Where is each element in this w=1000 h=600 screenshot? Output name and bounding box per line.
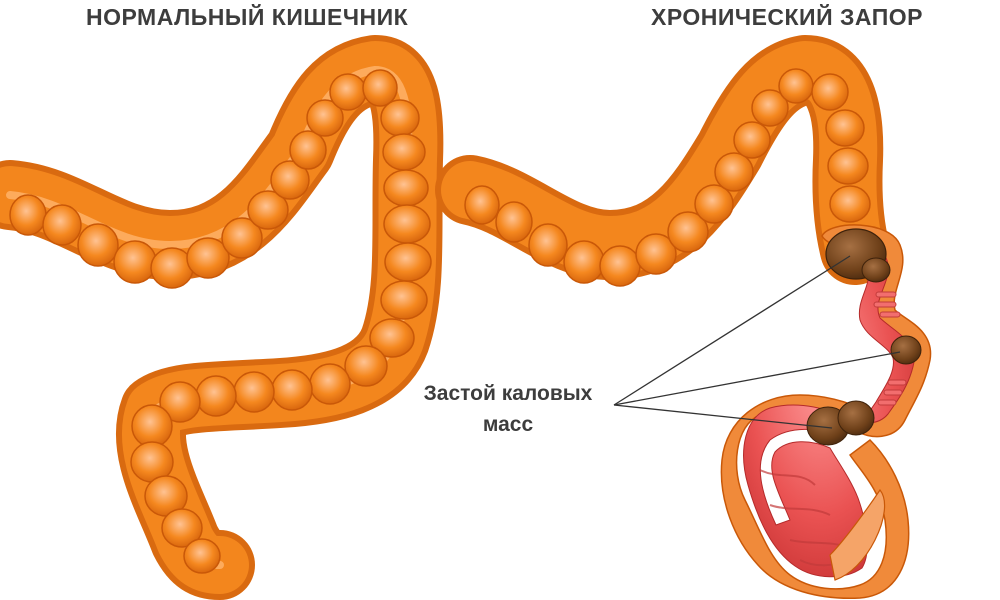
colon-haustra [829,185,871,223]
stool-stagnation-label-line2: масс [482,413,534,436]
colon-haustra [113,240,157,284]
colon-haustra [161,508,203,548]
colon-haustra [667,211,709,253]
colon-haustra [383,169,429,207]
colon-haustra [380,280,428,320]
colon-haustra [383,204,431,244]
colon-haustra [528,223,568,267]
colon-haustra [778,68,814,104]
colon-haustra [827,147,869,185]
colon-haustra [159,381,201,423]
colon-haustra [382,133,426,171]
rectal-fold-line [769,504,831,516]
callout-line-middle [613,351,901,406]
title-chronic-constipation: ХРОНИЧЕСКИЙ ЗАПОР [651,4,923,30]
colon-haustra [289,130,327,170]
colon-haustra [77,223,119,267]
colon-haustra [42,204,82,246]
colon-haustra [825,109,865,147]
normal-colon-tube-body [0,41,438,594]
normal-colon-taenia [6,66,413,569]
anal-canal [829,488,886,581]
normal-colon [0,35,444,600]
rectal-fold-line [759,469,816,486]
colon-haustra [309,363,351,405]
colon-haustra [495,201,533,243]
colon-haustra [186,237,230,279]
colon-haustra [563,240,605,284]
colon-haustra [233,371,275,413]
stool-stagnation-label: Застой каловых масс [398,378,618,440]
colon-haustra [306,99,344,137]
mucosal-fold [887,379,907,386]
constipated-colon [435,35,932,599]
colon-haustra [195,375,237,417]
colon-haustra [247,190,289,230]
sigmoid-lumen [743,241,915,578]
colon-haustra [599,245,641,287]
colon-haustra [380,99,420,137]
callout-line-lower [613,404,833,429]
colon-haustra [329,73,367,111]
colon-haustra [635,233,677,275]
mucosal-fold [873,301,897,308]
colon-haustra [369,318,415,358]
colon-haustra [131,404,173,448]
mucosal-fold [883,389,903,396]
colon-haustra [714,152,754,192]
colon-haustra [811,73,849,111]
stool-mass-upper [825,228,891,283]
mucosal-fold [879,311,901,318]
colon-haustra [221,217,263,259]
stool-stagnation-label-line1: Застой каловых [423,382,593,405]
colon-haustra [694,184,734,224]
colon-haustra [270,160,310,200]
callout-line-upper [613,255,851,406]
colon-haustra [751,89,789,127]
mucosal-fold [877,399,897,406]
colon-haustra [733,121,771,159]
colon-haustra [9,194,47,236]
colon-haustra [362,69,398,107]
colon-haustra [183,538,221,574]
normal-colon-tube [0,35,444,600]
colon-haustra [384,242,432,282]
mucosal-fold [875,291,897,298]
colon-haustra [464,185,500,225]
title-normal-colon: НОРМАЛЬНЫЙ КИШЕЧНИК [86,4,409,30]
colon-haustra [344,345,388,387]
colon-haustra [271,369,313,411]
stool-mass-middle [890,335,922,365]
stool-mass-lower [806,400,875,446]
